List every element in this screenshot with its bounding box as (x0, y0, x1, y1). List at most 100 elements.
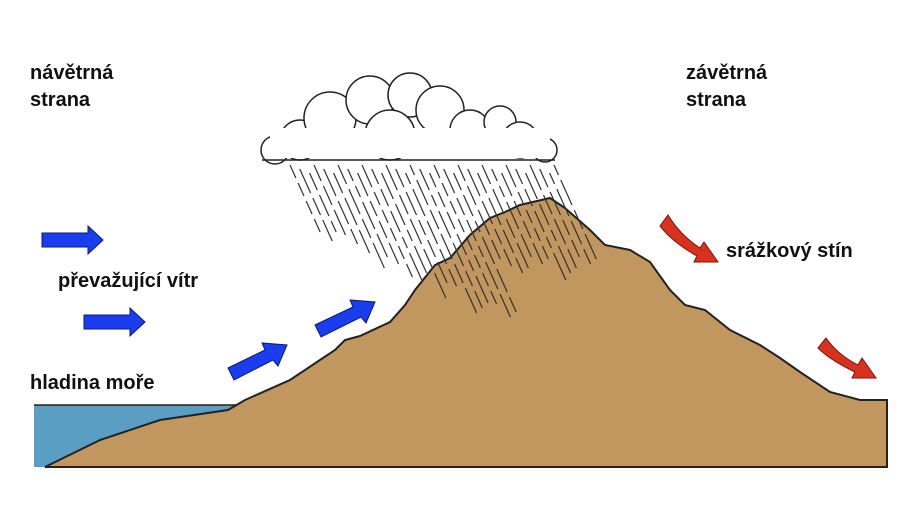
rain-streak (549, 172, 556, 185)
rain-streak (474, 220, 481, 233)
rain-streak (503, 248, 512, 267)
rain-streak (475, 275, 489, 304)
rain-streak (441, 182, 449, 197)
rain-streak (541, 245, 549, 260)
rain-streak (457, 218, 465, 233)
rain-streak (534, 210, 545, 233)
rain-streak (488, 197, 502, 226)
rain-streak (361, 164, 373, 188)
rain-streak (372, 242, 385, 269)
rain-streak (505, 164, 517, 188)
rain-streak (419, 168, 430, 191)
rain-streak (438, 210, 452, 239)
rain-streak (545, 236, 552, 249)
rain-streak (313, 164, 322, 182)
rain-streak (494, 228, 503, 245)
rain-streak (474, 290, 483, 309)
rain-streak (337, 164, 348, 185)
rain-streak (452, 242, 464, 267)
rain-streak (344, 197, 358, 226)
rain-streak (560, 179, 573, 206)
rain-streak (443, 168, 456, 194)
rain-streak (468, 259, 475, 272)
rain-streak (409, 252, 423, 281)
rain-streak (348, 188, 361, 215)
rain-streak (427, 239, 436, 258)
rain-streak (533, 227, 541, 242)
rain-streak (491, 168, 498, 182)
rain-streak (297, 182, 305, 197)
rain-streak (542, 194, 553, 215)
rain-streak (553, 218, 567, 245)
rain-streak (496, 268, 508, 293)
rain-streak (573, 209, 584, 230)
windward-line-2: strana (30, 89, 91, 111)
rain-streak (466, 219, 477, 242)
rain-streak (567, 248, 577, 269)
rain-streak (571, 239, 580, 258)
rain-streak (485, 261, 499, 290)
rain-streak (373, 191, 381, 206)
rain-streak (456, 197, 466, 216)
rain-streak (457, 164, 466, 182)
wind-arrows (41, 224, 376, 381)
rain-streak (477, 209, 491, 236)
rain-streak (517, 191, 525, 206)
rain-streak (299, 168, 312, 194)
rain-streak (477, 172, 488, 194)
rain-streak (333, 172, 344, 194)
rain-streak (499, 293, 511, 318)
rain-streak (430, 194, 437, 207)
rain-streak (318, 194, 330, 217)
rain-streak (385, 164, 398, 191)
rain-streak (539, 203, 550, 226)
rain-streaks (289, 164, 597, 318)
rain-streak (323, 168, 337, 197)
rain-streak (557, 245, 572, 274)
rain-streak (406, 229, 413, 242)
rain-streak (401, 236, 408, 249)
rain-streak (429, 209, 440, 230)
rain-streak (378, 220, 388, 239)
rain-streak (532, 242, 544, 265)
rain-streak (505, 218, 516, 239)
wind-arrow-icon (227, 342, 288, 381)
rain-streak (449, 200, 457, 215)
rain-streak (515, 168, 524, 185)
leeward-side-label: závětrná strana (686, 60, 767, 114)
rain-streak (477, 245, 484, 258)
rain-streak (313, 218, 321, 233)
rain-streak (473, 254, 481, 269)
rain-streak (465, 236, 473, 251)
rain-shadow-label: srážkový stín (726, 240, 853, 262)
rain-streak (337, 200, 350, 225)
rain-streak (539, 168, 549, 188)
rain-streak (361, 218, 372, 239)
rain-streak (456, 233, 468, 256)
rain-streak (462, 194, 474, 217)
mountain (44, 196, 888, 468)
rain-streak (524, 188, 533, 207)
rain-streak (434, 272, 447, 299)
rain-streak (330, 220, 337, 233)
rain-streak (498, 185, 505, 198)
rain-streak (562, 219, 571, 236)
rain-streak (333, 209, 347, 236)
rain-streak (322, 185, 333, 206)
rain-streak (405, 191, 418, 216)
rain-streak (515, 257, 524, 274)
leeward-line-2: strana (686, 89, 747, 111)
rain-streak (369, 200, 378, 217)
rain-streak (506, 201, 520, 230)
sea-level-label: hladina moře (30, 372, 155, 394)
rain-streak (481, 200, 494, 225)
wind-arrow-icon (314, 299, 376, 338)
rain-streak (553, 164, 560, 176)
rain-streak (549, 191, 562, 216)
rain-streak (439, 248, 448, 265)
rain-streak (309, 172, 318, 191)
rain-streak (437, 191, 446, 208)
rain-streak (412, 188, 426, 217)
rain-streak (501, 172, 513, 197)
rain-streak (490, 290, 498, 305)
